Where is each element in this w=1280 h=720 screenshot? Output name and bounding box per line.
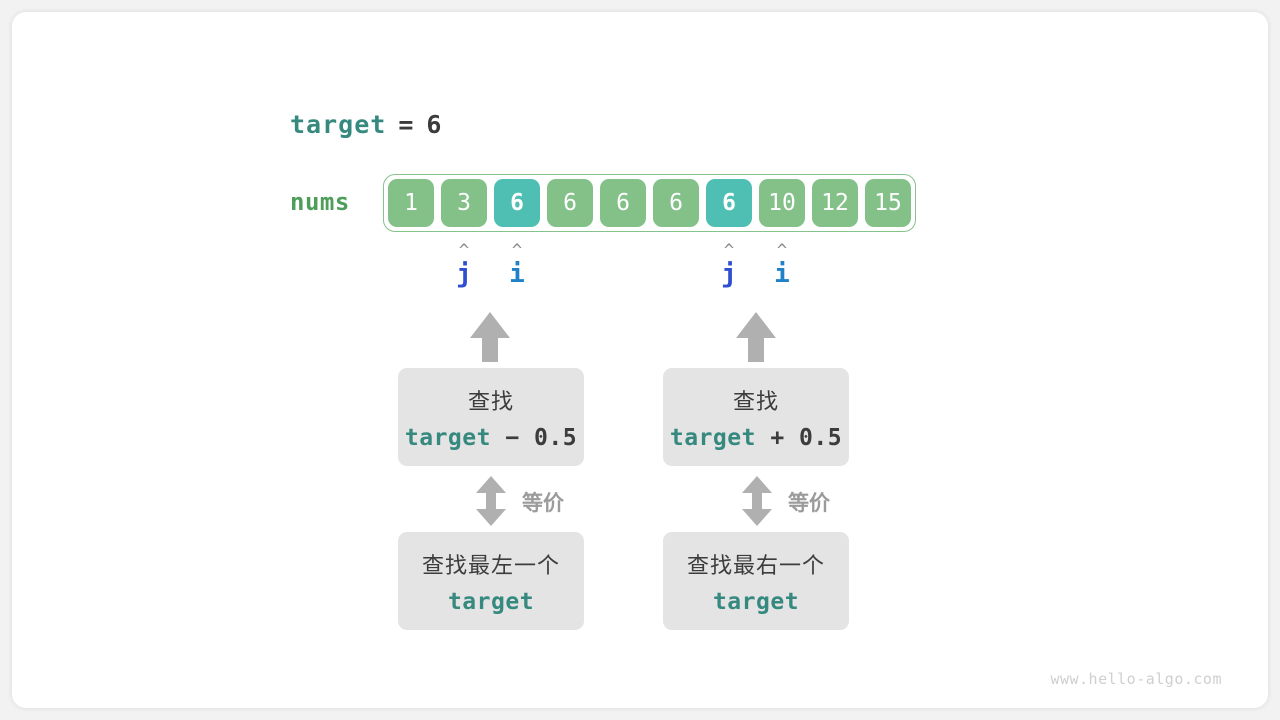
equivalence-label-right: 等价	[788, 491, 830, 515]
target-declaration: target = 6	[290, 110, 442, 139]
up-arrow-left-icon	[470, 312, 510, 362]
pointer-label: j	[721, 259, 737, 289]
caret-icon: ^	[776, 241, 788, 261]
target-value: 6	[426, 110, 443, 139]
pointer-label: i	[509, 259, 525, 289]
pointer-i-left: ^ i	[494, 241, 540, 290]
pointer-i-right: ^ i	[759, 241, 805, 290]
array-cell: 6	[653, 179, 699, 227]
pointer-label: j	[456, 259, 472, 289]
target-keyword: target	[290, 110, 387, 139]
equivalence-arrow-left-icon	[476, 476, 506, 526]
left-upper-box: 查找 target − 0.5	[398, 368, 584, 466]
diagram-card	[12, 12, 1268, 708]
operator-text: + 0.5	[770, 424, 843, 451]
array-cell: 3	[441, 179, 487, 227]
right-lower-box: 查找最右一个 target	[663, 532, 849, 630]
caret-icon: ^	[723, 241, 735, 261]
array-cell-highlighted: 6	[706, 179, 752, 227]
target-keyword: target	[669, 424, 756, 451]
array-cell: 12	[812, 179, 858, 227]
target-keyword: target	[404, 424, 491, 451]
pointer-j-right: ^ j	[706, 241, 752, 290]
right-upper-box: 查找 target + 0.5	[663, 368, 849, 466]
equivalence-label-left: 等价	[522, 491, 564, 515]
equals-sign: =	[398, 110, 415, 139]
pointer-j-left: ^ j	[441, 241, 487, 290]
box-line-1: 查找最左一个	[421, 553, 560, 579]
up-arrow-right-icon	[736, 312, 776, 362]
operator-text: − 0.5	[505, 424, 578, 451]
target-keyword: target	[447, 588, 535, 615]
caret-icon: ^	[511, 241, 523, 261]
array-cell: 6	[547, 179, 593, 227]
array-label: nums	[290, 188, 350, 216]
equivalence-arrow-right-icon	[742, 476, 772, 526]
array-cell-highlighted: 6	[494, 179, 540, 227]
box-line-1: 查找	[732, 389, 779, 415]
box-line-2: target	[713, 589, 799, 615]
array-cell: 6	[600, 179, 646, 227]
box-line-2: target − 0.5	[405, 425, 577, 451]
caret-icon: ^	[458, 241, 470, 261]
target-keyword: target	[712, 588, 800, 615]
watermark: www.hello-algo.com	[1050, 670, 1222, 688]
array-cell: 1	[388, 179, 434, 227]
array-cell: 15	[865, 179, 911, 227]
pointer-label: i	[774, 259, 790, 289]
box-line-2: target + 0.5	[670, 425, 842, 451]
box-line-1: 查找最右一个	[686, 553, 825, 579]
array-cell: 10	[759, 179, 805, 227]
box-line-2: target	[448, 589, 534, 615]
left-lower-box: 查找最左一个 target	[398, 532, 584, 630]
box-line-1: 查找	[467, 389, 514, 415]
array-container: 1 3 6 6 6 6 6 10 12 15	[383, 174, 916, 232]
